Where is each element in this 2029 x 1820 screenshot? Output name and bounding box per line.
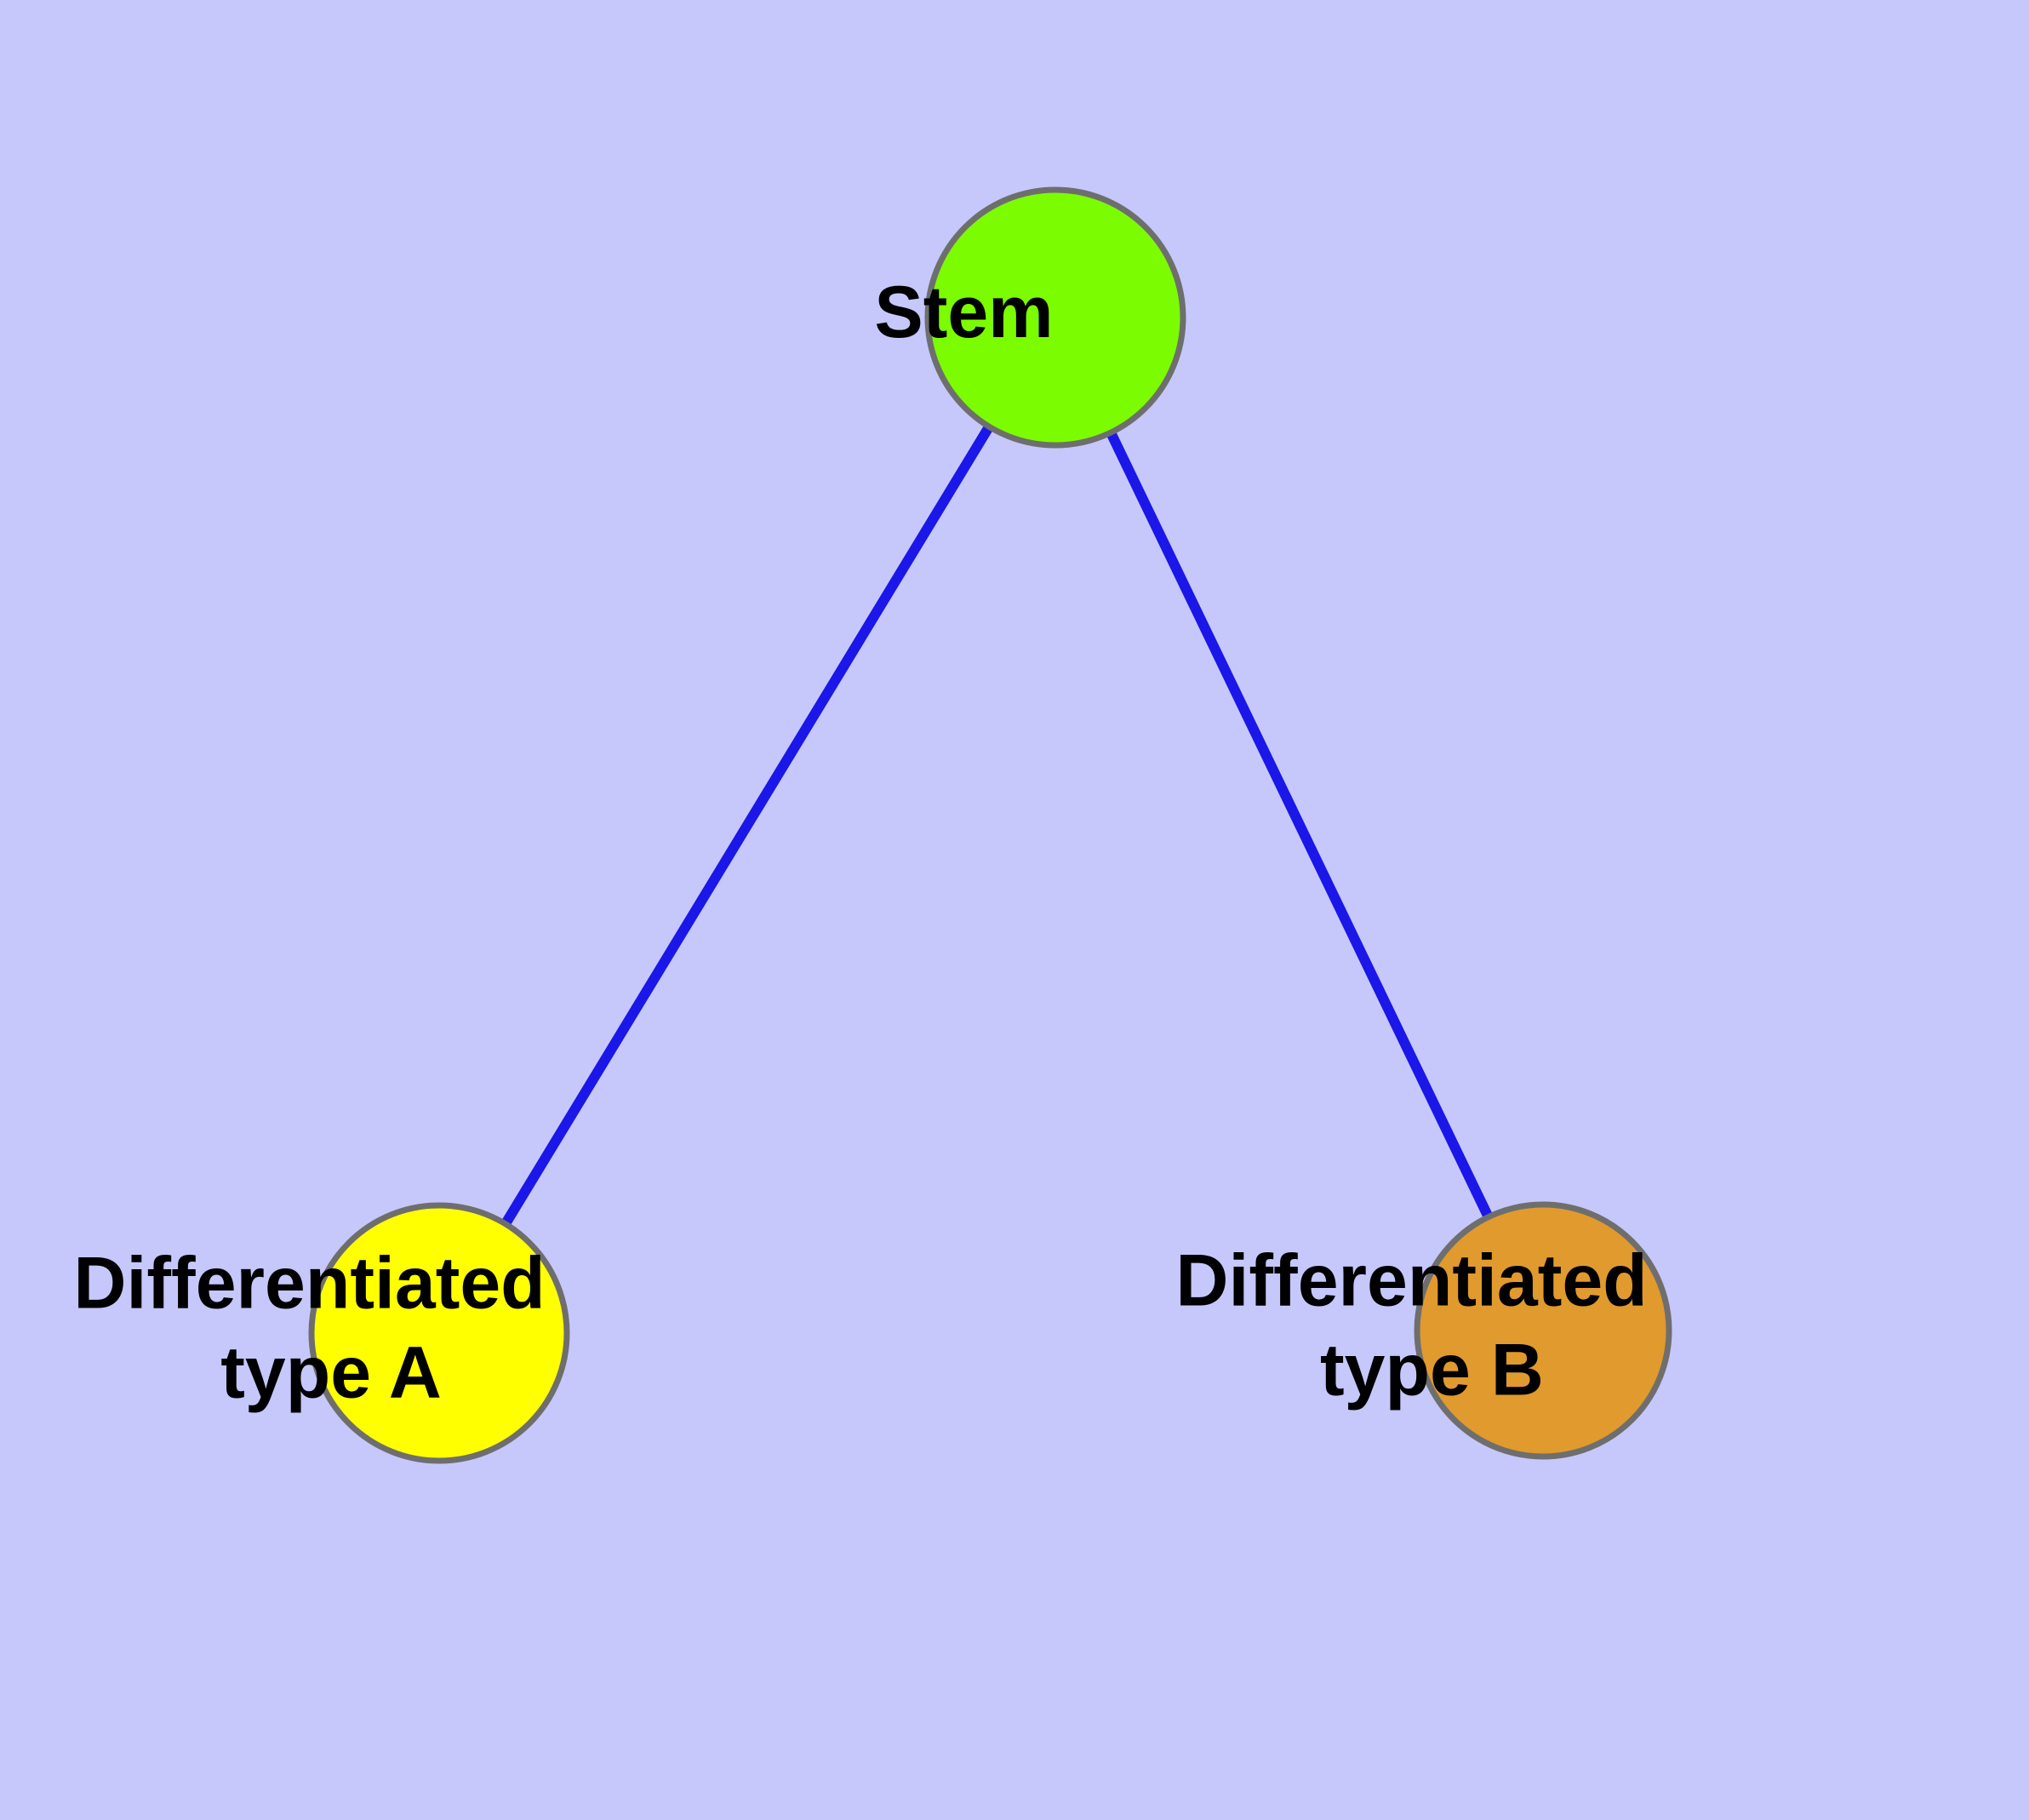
edge-stem-to-diff-b[interactable] [1050, 315, 1548, 1333]
node-differentiated-type-b-label-line-0: Differentiated [1175, 1239, 1647, 1321]
node-differentiated-type-a-label: Differentiated type A [73, 1242, 769, 1413]
node-stem-circle[interactable] [924, 186, 1186, 449]
edge-stem-to-diff-a[interactable] [434, 314, 1060, 1336]
node-differentiated-type-b-label-line-1: type B [1320, 1329, 1544, 1411]
node-stem-label: Stem [874, 272, 1236, 353]
node-differentiated-type-a-circle[interactable] [308, 1202, 570, 1464]
edge-layer [434, 314, 1548, 1336]
node-differentiated-type-a-label-line-0: Differentiated [73, 1242, 545, 1324]
node-differentiated-type-b-label: Differentiated type B [1175, 1239, 1871, 1411]
node-stem[interactable]: Stem [874, 186, 1236, 449]
node-stem-label-line-0: Stem [874, 272, 1053, 353]
node-differentiated-type-b[interactable]: Differentiated type B [1175, 1201, 1871, 1460]
node-differentiated-type-a[interactable]: Differentiated type A [73, 1202, 769, 1464]
node-layer: Stem Differentiated type A Differentiate… [73, 186, 1871, 1464]
node-differentiated-type-b-circle[interactable] [1414, 1201, 1672, 1460]
node-differentiated-type-a-label-line-1: type A [220, 1331, 440, 1413]
